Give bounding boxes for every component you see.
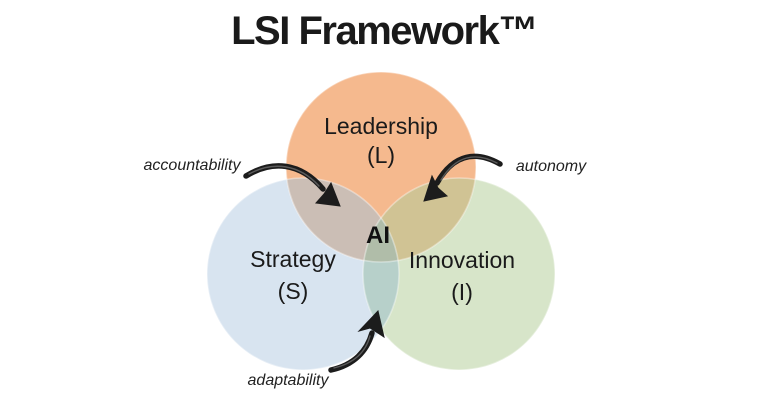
innovation-label: Innovation	[409, 247, 515, 273]
center-ai-label: AI	[366, 222, 390, 249]
accountability-arrow-icon	[243, 163, 341, 207]
strategy-circle-outline	[206, 177, 400, 371]
leadership-abbr: (L)	[367, 142, 395, 168]
strategy-label: Strategy	[250, 246, 336, 272]
page-title: LSI Framework™	[231, 9, 537, 53]
accountability-label: accountability	[144, 157, 242, 174]
strategy-abbr: (S)	[278, 278, 309, 304]
autonomy-label: autonomy	[516, 158, 587, 175]
adaptability-arrow-icon	[328, 309, 385, 373]
autonomy-arrow-icon	[423, 153, 503, 202]
overlap-leadership-innovation	[363, 178, 476, 262]
adaptability-label: adaptability	[248, 372, 330, 389]
overlap-leadership-strategy	[286, 178, 399, 262]
innovation-circle-outline	[362, 177, 556, 371]
leadership-label: Leadership	[324, 113, 438, 139]
innovation-abbr: (I)	[451, 279, 473, 305]
